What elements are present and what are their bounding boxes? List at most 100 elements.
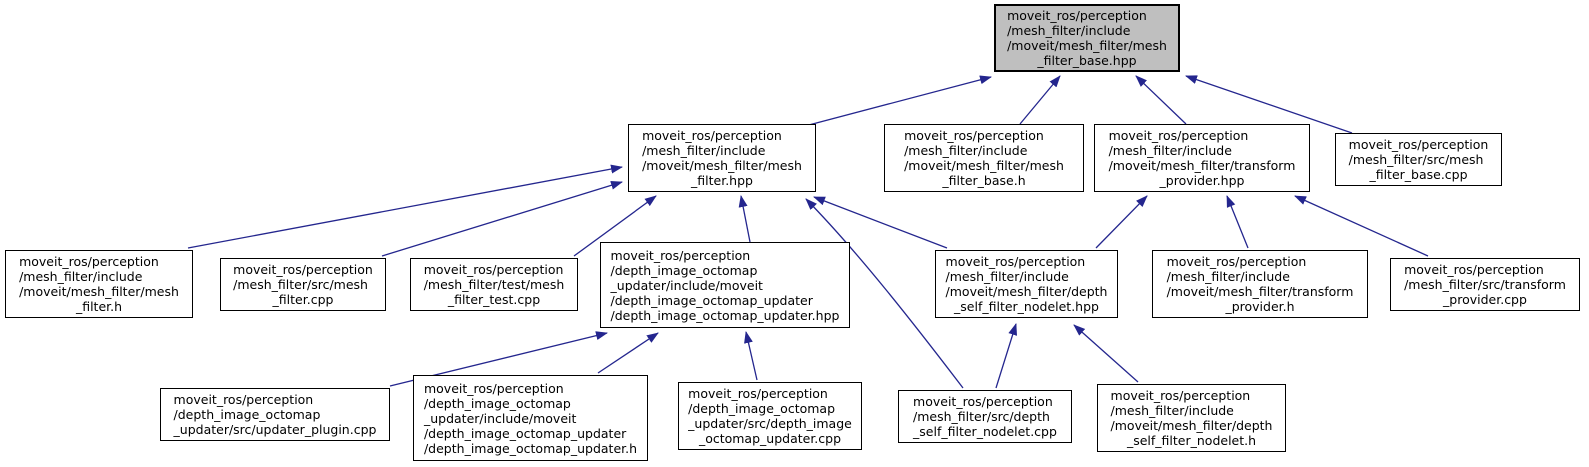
node-label-line: _updater/src/depth_image bbox=[688, 416, 852, 431]
node-label-line: /mesh_filter/include bbox=[1110, 403, 1234, 418]
node-label-line: /moveit/mesh_filter/mesh bbox=[642, 158, 802, 173]
node-label: moveit_ros/perception/mesh_filter/src/me… bbox=[233, 262, 373, 307]
node-label-line: _self_filter_nodelet.cpp bbox=[913, 424, 1057, 439]
node-label-line: _filter_base.h bbox=[942, 173, 1026, 188]
graph-node-mesh-filter-base-cpp[interactable]: moveit_ros/perception/mesh_filter/src/me… bbox=[1335, 133, 1502, 186]
node-label-line: /mesh_filter/test/mesh bbox=[423, 277, 565, 292]
node-label-line: moveit_ros/perception bbox=[233, 262, 373, 277]
edge-depth-self-filter-nodelet-cpp-to-mesh-filter-hpp bbox=[805, 198, 964, 389]
node-label-line: _self_filter_nodelet.hpp bbox=[954, 299, 1099, 314]
node-label-line: _octomap_updater.cpp bbox=[698, 431, 842, 446]
node-label-line: /mesh_filter/src/mesh bbox=[1348, 152, 1484, 167]
graph-node-depth-self-filter-nodelet-h[interactable]: moveit_ros/perception/mesh_filter/includ… bbox=[1097, 384, 1286, 452]
node-label-line: /depth_image_octomap_updater.h bbox=[423, 440, 638, 456]
graph-node-mesh-filter-test-cpp[interactable]: moveit_ros/perception/mesh_filter/test/m… bbox=[410, 258, 578, 311]
edge-depth-self-filter-nodelet-hpp-to-transform-provider-hpp bbox=[1095, 195, 1148, 249]
node-label-line: /mesh_filter/include bbox=[904, 143, 1028, 158]
graph-node-transform-provider-cpp[interactable]: moveit_ros/perception/mesh_filter/src/tr… bbox=[1390, 258, 1580, 311]
node-label-line: _updater/include/moveit bbox=[423, 410, 577, 426]
node-label-line: moveit_ros/perception bbox=[173, 392, 314, 407]
node-label-line: /moveit/mesh_filter/mesh bbox=[1007, 38, 1167, 53]
node-label: moveit_ros/perception/mesh_filter/src/me… bbox=[1349, 137, 1489, 182]
node-label: moveit_ros/perception/mesh_filter/includ… bbox=[1007, 8, 1167, 68]
graph-node-depth-self-filter-nodelet-hpp[interactable]: moveit_ros/perception/mesh_filter/includ… bbox=[935, 250, 1118, 318]
node-label: moveit_ros/perception/mesh_filter/includ… bbox=[1111, 388, 1273, 448]
node-label-line: /moveit/mesh_filter/depth bbox=[1110, 418, 1273, 433]
graph-node-mesh-filter-cpp[interactable]: moveit_ros/perception/mesh_filter/src/me… bbox=[220, 258, 386, 311]
edge-mesh-filter-base-cpp-to-mesh-filter-base-hpp bbox=[1185, 75, 1353, 134]
node-label-line: /mesh_filter/include bbox=[1007, 23, 1131, 38]
node-label-line: _provider.cpp bbox=[1443, 292, 1527, 307]
node-label: moveit_ros/perception/mesh_filter/includ… bbox=[1167, 254, 1354, 314]
graph-node-transform-provider-h[interactable]: moveit_ros/perception/mesh_filter/includ… bbox=[1152, 250, 1368, 318]
edge-depth-self-filter-nodelet-h-to-depth-self-filter-nodelet-hpp bbox=[1073, 324, 1139, 383]
node-label: moveit_ros/perception/mesh_filter/includ… bbox=[19, 254, 179, 314]
node-label-line: moveit_ros/perception bbox=[423, 262, 564, 277]
node-label-line: _filter.h bbox=[75, 299, 123, 314]
node-label-line: /moveit/mesh_filter/transform bbox=[1108, 158, 1296, 173]
node-label-line: /depth_image_octomap bbox=[610, 262, 758, 278]
graph-node-mesh-filter-hpp[interactable]: moveit_ros/perception/mesh_filter/includ… bbox=[628, 124, 816, 192]
node-label-line: moveit_ros/perception bbox=[19, 254, 159, 269]
edge-depth-self-filter-nodelet-hpp-to-mesh-filter-hpp bbox=[813, 196, 948, 249]
edge-transform-provider-cpp-to-transform-provider-hpp bbox=[1294, 195, 1429, 257]
node-label-line: /mesh_filter/include bbox=[1166, 269, 1290, 284]
node-label-line: _provider.h bbox=[1225, 299, 1295, 314]
graph-node-depth-self-filter-nodelet-cpp[interactable]: moveit_ros/perception/mesh_filter/src/de… bbox=[898, 390, 1072, 443]
node-label-line: _self_filter_nodelet.h bbox=[1126, 433, 1257, 448]
graph-node-mesh-filter-base-hpp[interactable]: moveit_ros/perception/mesh_filter/includ… bbox=[994, 4, 1180, 72]
node-label-line: _filter.hpp bbox=[691, 173, 753, 188]
node-label-line: moveit_ros/perception bbox=[1108, 128, 1249, 143]
node-label: moveit_ros/perception/mesh_filter/includ… bbox=[904, 128, 1064, 188]
node-label-line: moveit_ros/perception bbox=[1404, 262, 1544, 277]
node-label-line: /moveit/mesh_filter/depth bbox=[945, 284, 1108, 299]
graph-node-depth-image-octomap-updater-cpp[interactable]: moveit_ros/perception/depth_image_octoma… bbox=[678, 382, 862, 450]
edge-depth-image-octomap-updater-hpp-to-mesh-filter-hpp bbox=[738, 195, 751, 243]
edge-mesh-filter-base-h-to-mesh-filter-base-hpp bbox=[1019, 75, 1061, 125]
node-label-line: /mesh_filter/src/depth bbox=[913, 409, 1050, 424]
graph-node-transform-provider-hpp[interactable]: moveit_ros/perception/mesh_filter/includ… bbox=[1094, 124, 1310, 192]
node-label: moveit_ros/perception/mesh_filter/src/tr… bbox=[1404, 262, 1566, 307]
node-label-line: _filter_test.cpp bbox=[447, 292, 541, 307]
graph-node-depth-image-octomap-updater-hpp[interactable]: moveit_ros/perception/depth_image_octoma… bbox=[600, 242, 850, 328]
node-label: moveit_ros/perception/mesh_filter/src/de… bbox=[913, 394, 1057, 439]
node-label-line: /mesh_filter/include bbox=[945, 269, 1069, 284]
node-label: moveit_ros/perception/mesh_filter/includ… bbox=[946, 254, 1108, 314]
edge-depth-image-octomap-updater-cpp-to-depth-image-octomap-updater-hpp bbox=[744, 331, 758, 381]
node-label: moveit_ros/perception/mesh_filter/test/m… bbox=[424, 262, 565, 307]
node-label-line: _filter.cpp bbox=[272, 292, 334, 307]
node-label-line: /mesh_filter/src/mesh bbox=[233, 277, 368, 292]
node-label: moveit_ros/perception/mesh_filter/includ… bbox=[642, 128, 802, 188]
node-label-line: _filter_base.cpp bbox=[1369, 167, 1468, 182]
node-label: moveit_ros/perception/depth_image_octoma… bbox=[174, 392, 377, 437]
node-label-line: /moveit/mesh_filter/mesh bbox=[19, 284, 179, 299]
node-label-line: moveit_ros/perception bbox=[1007, 8, 1147, 23]
edge-mesh-filter-cpp-to-mesh-filter-hpp bbox=[381, 180, 623, 257]
graph-node-updater-plugin-cpp[interactable]: moveit_ros/perception/depth_image_octoma… bbox=[160, 388, 390, 441]
graph-node-mesh-filter-base-h[interactable]: moveit_ros/perception/mesh_filter/includ… bbox=[884, 124, 1084, 192]
node-label: moveit_ros/perception/depth_image_octoma… bbox=[611, 248, 840, 323]
node-label-line: /mesh_filter/include bbox=[19, 269, 143, 284]
node-label-line: _updater/src/updater_plugin.cpp bbox=[173, 422, 377, 437]
node-label-line: _filter_base.hpp bbox=[1037, 53, 1137, 68]
edge-mesh-filter-hpp-to-mesh-filter-base-hpp bbox=[804, 75, 992, 127]
edge-transform-provider-hpp-to-mesh-filter-base-hpp bbox=[1135, 75, 1187, 125]
graph-node-mesh-filter-h[interactable]: moveit_ros/perception/mesh_filter/includ… bbox=[5, 250, 193, 318]
edge-mesh-filter-test-cpp-to-mesh-filter-hpp bbox=[573, 195, 657, 257]
node-label-line: /moveit/mesh_filter/mesh bbox=[904, 158, 1064, 173]
edge-mesh-filter-h-to-mesh-filter-hpp bbox=[187, 164, 623, 249]
node-label-line: /depth_image_octomap_updater bbox=[423, 425, 627, 441]
node-label: moveit_ros/perception/depth_image_octoma… bbox=[688, 386, 852, 446]
node-label-line: /mesh_filter/include bbox=[1108, 143, 1232, 158]
node-label-line: _updater/include/moveit bbox=[610, 277, 763, 293]
graph-node-depth-image-octomap-updater-h[interactable]: moveit_ros/perception/depth_image_octoma… bbox=[413, 375, 648, 461]
edge-depth-self-filter-nodelet-cpp-to-depth-self-filter-nodelet-hpp bbox=[995, 323, 1018, 389]
node-label-line: /mesh_filter/src/transform bbox=[1404, 277, 1566, 292]
node-label-line: moveit_ros/perception bbox=[610, 247, 751, 263]
node-label-line: /mesh_filter/include bbox=[642, 143, 766, 158]
node-label-line: moveit_ros/perception bbox=[688, 386, 828, 401]
edge-depth-image-octomap-updater-h-to-depth-image-octomap-updater-hpp bbox=[597, 332, 659, 374]
node-label-line: _provider.hpp bbox=[1159, 173, 1245, 188]
